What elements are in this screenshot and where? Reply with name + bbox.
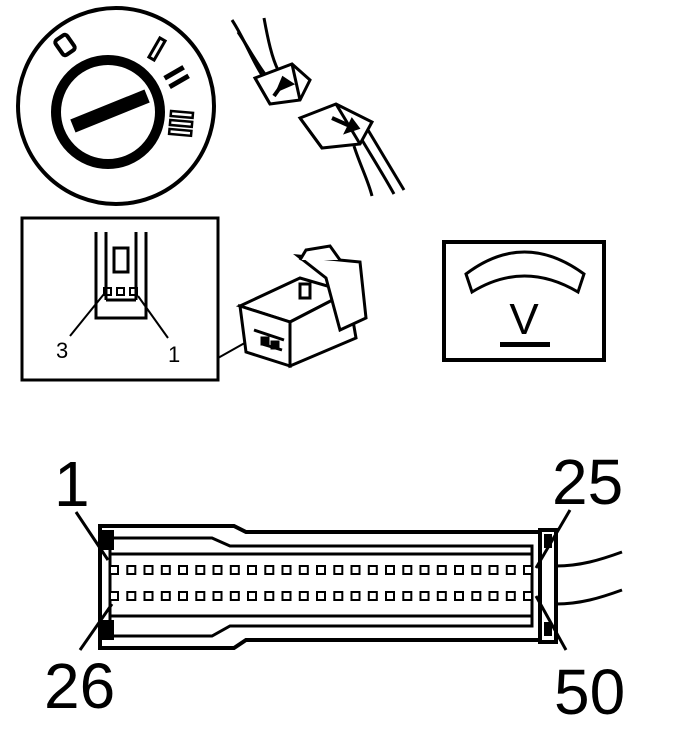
pin-cavity-40 [350, 591, 361, 601]
connector-disconnect [230, 17, 406, 197]
position-1-marker [146, 35, 168, 63]
ignition-switch [16, 6, 216, 206]
pin-cavity-30 [178, 591, 188, 601]
pin-cavity-19 [419, 565, 430, 575]
pin-cavity-28 [143, 591, 154, 601]
pin-cavity-13 [316, 565, 326, 575]
pin-cavity-45 [436, 591, 447, 601]
pin-cavity-18 [402, 565, 413, 575]
voltmeter: V [442, 240, 606, 362]
pin-cavity-33 [229, 591, 240, 601]
ecu-connector: 1 25 26 50 [44, 446, 625, 728]
pin-cavity-10 [264, 565, 275, 575]
pin-cavity-49 [505, 591, 516, 601]
pin-cavity-8 [229, 565, 240, 575]
pin-cavity-24 [505, 565, 516, 575]
key-slot [70, 89, 150, 133]
pin-cavity-47 [471, 591, 482, 601]
pin-cavity-11 [281, 565, 292, 575]
pin-cavity-37 [298, 591, 309, 601]
connector-housing-3d [235, 244, 368, 369]
connector-end-cap [538, 528, 558, 644]
pin-cavity-9 [247, 565, 257, 575]
pin-cavity-15 [350, 565, 361, 575]
pin-cavity-36 [281, 591, 292, 601]
pin-cavity-16 [367, 565, 378, 575]
pin-3-cavity [103, 287, 112, 296]
pin-cavity-38 [316, 591, 326, 601]
voltmeter-unit-label: V [509, 295, 539, 344]
pin-1-cavity [129, 287, 138, 296]
pin-label-26: 26 [44, 650, 115, 722]
pin-cavity-5 [178, 565, 188, 575]
pin-cavity-46 [454, 591, 464, 601]
pin-cavity-43 [402, 591, 413, 601]
pin-cavity-29 [160, 591, 171, 601]
pin-cavity-22 [471, 565, 482, 575]
pin-label-1: 1 [54, 448, 90, 520]
pin-cavity-17 [385, 565, 395, 575]
pin-cavity-21 [454, 565, 464, 575]
pin-3-label: 3 [56, 338, 68, 363]
pin-cavity-42 [385, 591, 395, 601]
pin-cavity-3 [143, 565, 154, 575]
pin-cavity-4 [160, 565, 171, 575]
pin-cavity-12 [298, 565, 309, 575]
pin-cavity-23 [488, 565, 499, 575]
pin-cavity-6 [195, 565, 206, 575]
pin-cavity-50 [523, 591, 533, 601]
position-3-marker [167, 109, 195, 138]
pin-2-cavity [116, 287, 125, 296]
pin-label-50: 50 [554, 656, 625, 728]
pin-cavity-20 [436, 565, 447, 575]
pin-cavity-2 [126, 565, 137, 575]
pin-cavity-7 [212, 565, 223, 575]
position-2-marker [163, 65, 190, 90]
pin-cavity-39 [333, 591, 344, 601]
pin-cavity-14 [333, 565, 344, 575]
pin-cavity-1 [109, 565, 119, 575]
pin-cavity-26 [109, 591, 119, 601]
pin-cavity-44 [419, 591, 430, 601]
pin-cavity-27 [126, 591, 137, 601]
pin-1-label: 1 [168, 342, 180, 367]
pin-cavity-41 [367, 591, 378, 601]
pin-cavity-32 [212, 591, 223, 601]
pin-cavity-34 [247, 591, 257, 601]
pin-label-25: 25 [552, 446, 623, 518]
pin-row-bottom [109, 591, 533, 601]
voltmeter-scale-arc [464, 250, 586, 295]
pin-cavity-35 [264, 591, 275, 601]
small-connector-detail: 3 1 [20, 216, 251, 382]
pin-row-top [109, 565, 533, 575]
position-0-marker [53, 32, 77, 58]
pin-cavity-48 [488, 591, 499, 601]
pin-cavity-31 [195, 591, 206, 601]
pin-cavity-25 [523, 565, 533, 575]
dc-indicator-bar [500, 342, 550, 347]
